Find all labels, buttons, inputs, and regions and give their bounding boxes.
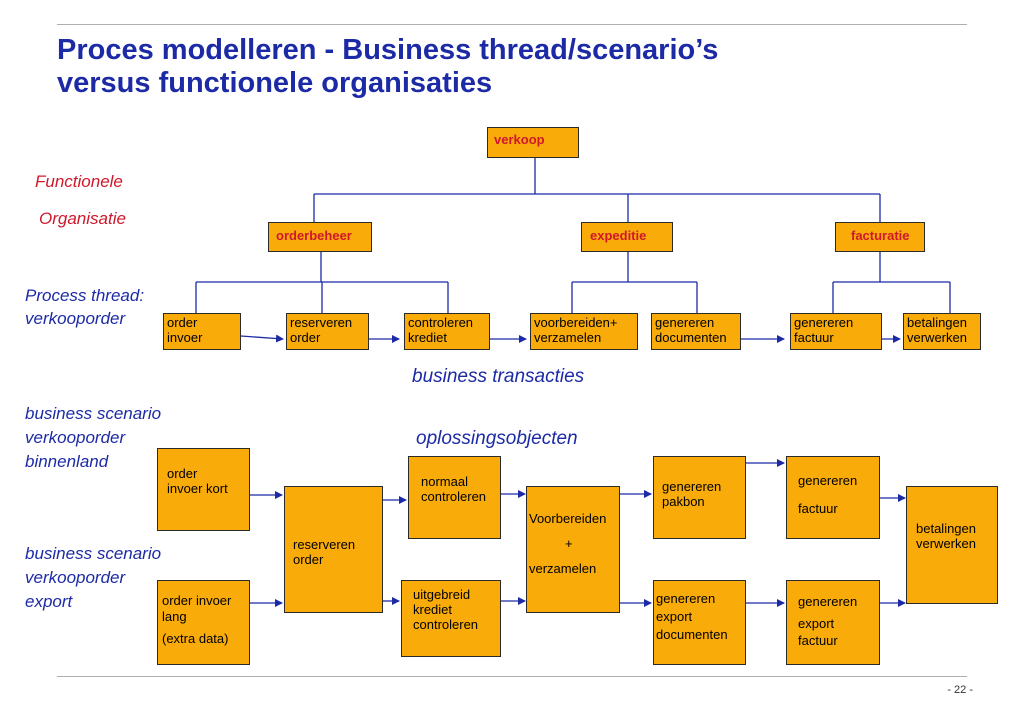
thread-voorbereiden-verzamelen: voorbereiden+verzamelen <box>530 313 638 350</box>
page-number: - 22 - <box>947 684 973 696</box>
slide-title: Proces modelleren - Business thread/scen… <box>57 34 997 100</box>
slide-title-line-2: versus functionele organisaties <box>57 67 493 99</box>
thread-arrow-1 <box>240 334 284 343</box>
bottom-divider <box>57 676 967 677</box>
org-box-verkoop: verkoop <box>487 127 579 158</box>
label-oplossingsobjecten: oplossingsobjecten <box>416 428 578 449</box>
label-business-transacties: business transacties <box>412 366 585 387</box>
scenario-voorbereiden-verzamelen: Voorbereiden + verzamelen <box>526 486 620 613</box>
slide-title-line-1: Proces modelleren - Business thread/scen… <box>57 34 719 66</box>
org-box-facturatie: facturatie <box>835 222 925 252</box>
scenario-genereren-factuur: genereren factuur <box>786 456 880 539</box>
label-functionele: Functionele <box>35 172 123 191</box>
label-organisatie: Organisatie <box>39 209 126 228</box>
org-box-expeditie: expeditie <box>581 222 673 252</box>
top-divider <box>57 24 967 25</box>
label-scenario-binnenland: business scenario verkooporder binnenlan… <box>25 404 162 471</box>
label-scenario-export: business scenario verkooporder export <box>25 544 162 611</box>
scenario-genereren-export-factuur: genereren export factuur <box>786 580 880 665</box>
label-process-thread: Process thread: verkooporder <box>25 286 145 328</box>
org-box-orderbeheer: orderbeheer <box>268 222 372 252</box>
